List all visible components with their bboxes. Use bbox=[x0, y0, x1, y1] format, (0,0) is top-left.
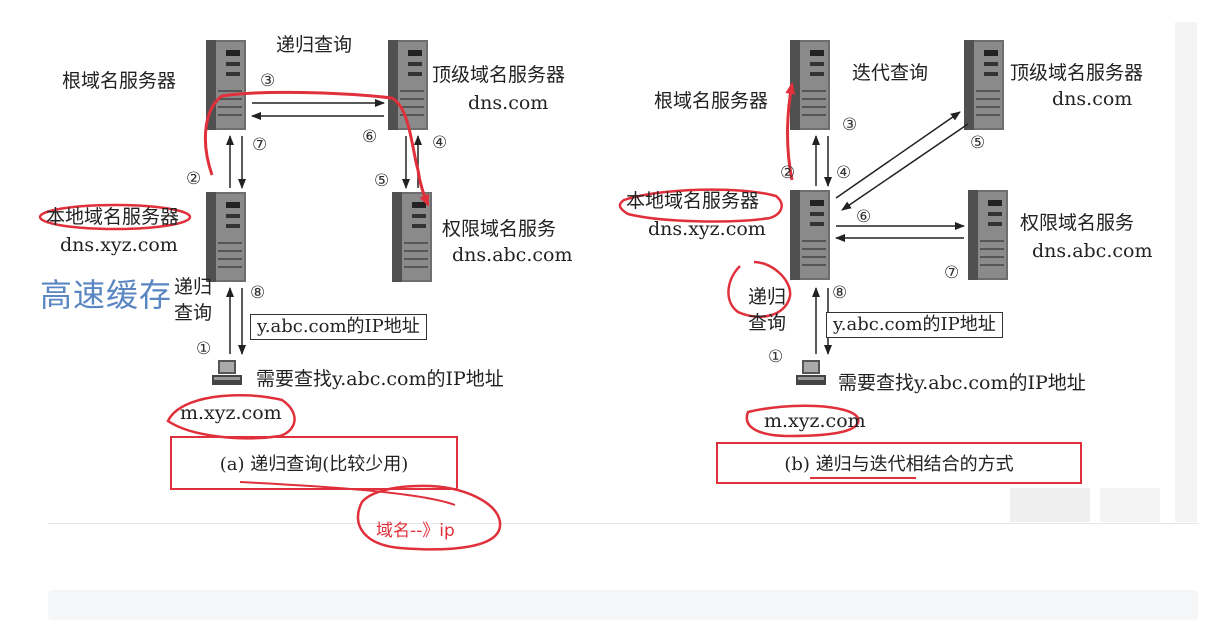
arrow-4-b bbox=[835, 111, 961, 199]
tld-server-label: 顶级域名服务器 bbox=[432, 64, 566, 86]
arrow-5-b bbox=[841, 123, 969, 211]
local-server-label: 本地域名服务器 bbox=[46, 206, 180, 228]
step-6: ⑥ bbox=[362, 127, 378, 147]
client-query-label-1-b: 递归 bbox=[748, 286, 787, 308]
step-1-b: ① bbox=[768, 347, 784, 367]
local-server-icon-b bbox=[790, 190, 830, 280]
ip-address-box: y.abc.com的IP地址 bbox=[250, 314, 427, 340]
red-arrow-b bbox=[785, 82, 796, 181]
caption-b-text: (b) 递归与迭代相结合的方式 bbox=[784, 454, 1014, 475]
root-server-icon-b bbox=[790, 40, 830, 130]
step-7: ⑦ bbox=[252, 135, 268, 155]
auth-domain-label: dns.abc.com bbox=[452, 244, 573, 266]
diagram-canvas bbox=[38, 40, 1008, 551]
auth-server-icon bbox=[392, 192, 432, 282]
client-pc-icon-b bbox=[796, 360, 826, 385]
step-7-b: ⑦ bbox=[944, 263, 960, 283]
tld-server-icon-b bbox=[964, 40, 1004, 130]
client-query-label-1: 递归 bbox=[174, 276, 213, 298]
caption-b: (b) 递归与迭代相结合的方式 bbox=[716, 442, 1082, 484]
step-8-b: ⑧ bbox=[832, 283, 848, 303]
client-pc-icon bbox=[212, 360, 242, 385]
auth-domain-label-b: dns.abc.com bbox=[1032, 240, 1153, 262]
blurred-area bbox=[1010, 488, 1090, 522]
step-2-b: ② bbox=[780, 163, 796, 183]
iterative-query-title: 迭代查询 bbox=[852, 62, 929, 84]
red-circle-annotation bbox=[356, 484, 502, 551]
recursive-query-title: 递归查询 bbox=[276, 34, 353, 56]
auth-server-icon-b bbox=[968, 190, 1008, 280]
auth-server-label: 权限域名服务 bbox=[442, 218, 557, 240]
watermark-text: 高速缓存 bbox=[40, 276, 173, 314]
divider bbox=[48, 523, 1198, 524]
red-circle-host-b bbox=[745, 404, 860, 438]
tld-server-label-b: 顶级域名服务器 bbox=[1010, 62, 1144, 84]
caption-a-text: (a) 递归查询(比较少用) bbox=[219, 454, 409, 475]
step-5: ⑤ bbox=[374, 171, 390, 191]
tld-domain-label-b: dns.com bbox=[1052, 88, 1133, 110]
red-annotation-text: 域名--》ip bbox=[376, 521, 455, 541]
side-scroll-panel bbox=[1175, 22, 1197, 522]
need-find-label-b: 需要查找y.abc.com的IP地址 bbox=[838, 372, 1086, 394]
root-server-label-b: 根域名服务器 bbox=[654, 90, 769, 112]
step-2: ② bbox=[186, 169, 202, 189]
red-highlight-local-server bbox=[38, 203, 192, 231]
step-6-b: ⑥ bbox=[856, 207, 872, 227]
root-server-label: 根域名服务器 bbox=[62, 70, 177, 92]
client-query-label-2-b: 查询 bbox=[748, 312, 787, 334]
step-3-b: ③ bbox=[842, 115, 858, 135]
auth-server-label-b: 权限域名服务 bbox=[1020, 212, 1135, 234]
tld-domain-label: dns.com bbox=[468, 92, 549, 114]
step-5-b: ⑤ bbox=[970, 133, 986, 153]
step-4: ④ bbox=[432, 133, 448, 153]
red-circle-local-b bbox=[618, 188, 783, 223]
step-8: ⑧ bbox=[250, 283, 266, 303]
blurred-area bbox=[1100, 488, 1160, 522]
red-path-annotation bbox=[203, 90, 430, 207]
tld-server-icon bbox=[388, 40, 428, 130]
step-4-b: ④ bbox=[836, 163, 852, 183]
step-3: ③ bbox=[260, 71, 276, 91]
red-underline bbox=[239, 481, 456, 506]
step-1: ① bbox=[196, 339, 212, 359]
ip-address-box-b: y.abc.com的IP地址 bbox=[826, 312, 1003, 338]
local-domain-label: dns.xyz.com bbox=[60, 234, 178, 256]
local-server-icon bbox=[206, 192, 246, 282]
need-find-label: 需要查找y.abc.com的IP地址 bbox=[256, 368, 504, 390]
red-circle-query-b bbox=[727, 260, 792, 318]
red-circle-host bbox=[166, 393, 296, 440]
caption-a: (a) 递归查询(比较少用) bbox=[170, 436, 458, 490]
local-server-label-b: 本地域名服务器 bbox=[626, 190, 760, 212]
host-label-b: m.xyz.com bbox=[764, 410, 866, 432]
client-query-label-2: 查询 bbox=[174, 302, 213, 324]
local-domain-label-b: dns.xyz.com bbox=[648, 218, 766, 240]
root-server-icon bbox=[206, 40, 246, 130]
host-label: m.xyz.com bbox=[180, 402, 282, 424]
